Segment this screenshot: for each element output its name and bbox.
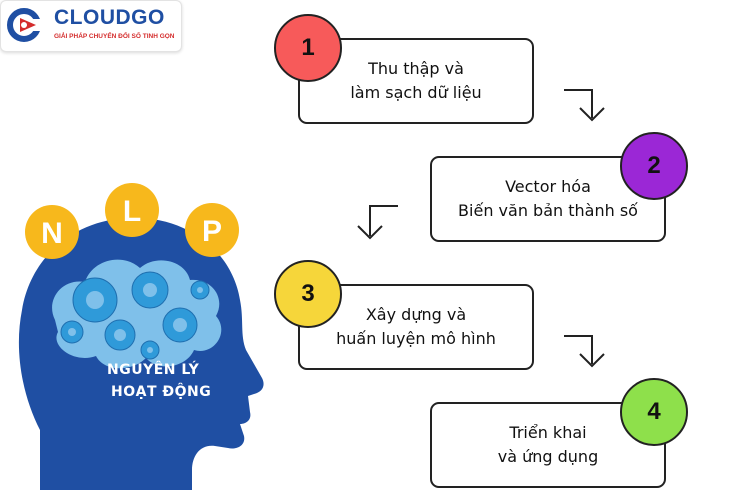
step-2-line2: Biến văn bản thành số xyxy=(458,201,638,220)
step-3-number: 3 xyxy=(301,280,315,307)
step-2-number: 2 xyxy=(647,152,661,179)
nlp-letter-p: P xyxy=(202,215,222,248)
step-1-badge: 1 xyxy=(274,14,342,82)
step-3-badge: 3 xyxy=(274,260,342,328)
step-1-text: Thu thập và làm sạch dữ liệu xyxy=(350,57,481,105)
step-3-text: Xây dựng và huấn luyện mô hình xyxy=(336,303,496,351)
cloudgo-logo: CLOUDGO GIẢI PHÁP CHUYỂN ĐỔI SỐ TINH GỌN xyxy=(0,0,182,52)
step-4-line2: và ứng dụng xyxy=(497,447,599,466)
step-1-line2: làm sạch dữ liệu xyxy=(350,83,482,102)
step-4-badge: 4 xyxy=(620,378,688,446)
cloudgo-logo-icon xyxy=(7,8,42,42)
head-gears-icon: N L P xyxy=(18,183,264,491)
arrow-down-right-icon xyxy=(564,89,605,122)
logo-tagline: GIẢI PHÁP CHUYỂN ĐỔI SỐ TINH GỌN xyxy=(54,33,175,40)
step-4-line1: Triển khai xyxy=(509,423,587,442)
arrow-down-left-icon xyxy=(357,205,398,240)
nlp-letter-n: N xyxy=(41,217,63,250)
step-4-number: 4 xyxy=(647,398,661,425)
step-2-line1: Vector hóa xyxy=(505,177,591,196)
head-caption-line2: HOẠT ĐỘNG xyxy=(111,384,212,400)
head-caption-line1: NGUYÊN LÝ xyxy=(107,362,200,378)
nlp-letter-l: L xyxy=(123,195,141,228)
step-2-text: Vector hóa Biến văn bản thành số xyxy=(458,175,638,223)
arrow-down-right-icon xyxy=(564,335,605,368)
step-4-text: Triển khai và ứng dụng xyxy=(498,421,598,469)
step-3-line2: huấn luyện mô hình xyxy=(336,329,496,348)
step-2-badge: 2 xyxy=(620,132,688,200)
step-1-line1: Thu thập và xyxy=(368,59,464,78)
step-3-line1: Xây dựng và xyxy=(365,305,467,324)
logo-brand: CLOUDGO xyxy=(54,6,165,29)
step-4-box: Triển khai và ứng dụng xyxy=(430,402,666,488)
step-1-number: 1 xyxy=(301,34,315,61)
